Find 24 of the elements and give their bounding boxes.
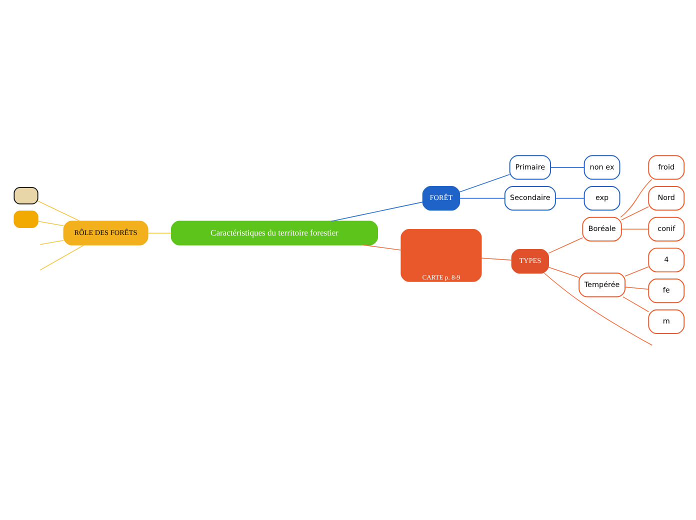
connector [330, 202, 424, 222]
node-box [14, 186, 38, 204]
connector [459, 174, 510, 192]
node-box [14, 210, 38, 228]
connector [624, 286, 649, 290]
connector [480, 258, 512, 260]
connector [548, 266, 580, 278]
connector [38, 200, 81, 222]
connector [147, 232, 172, 234]
connector [40, 244, 85, 270]
connector [550, 167, 584, 168]
connector [362, 244, 402, 250]
connector [459, 198, 506, 199]
connector [624, 266, 649, 276]
connector [621, 228, 649, 230]
connector [622, 296, 650, 312]
connector [38, 220, 64, 226]
connector [40, 240, 64, 245]
node-box: Caractéristiques du territoire forestier [170, 220, 378, 246]
connector [548, 237, 583, 254]
connector [621, 206, 649, 220]
connector [555, 198, 585, 199]
connector [620, 179, 652, 218]
connector [544, 272, 653, 346]
